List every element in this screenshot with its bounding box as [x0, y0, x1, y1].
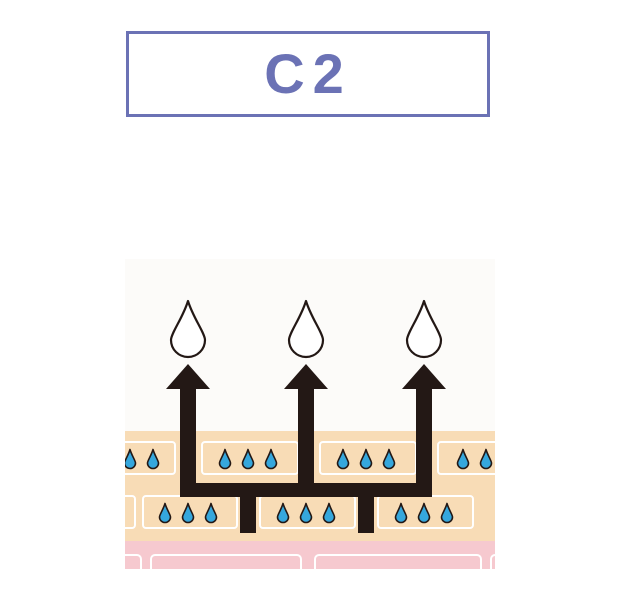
skin-moisture-diagram	[125, 259, 495, 569]
arrow-shaft	[416, 384, 432, 491]
water-drop-icon	[276, 502, 290, 524]
water-drop-icon	[322, 502, 336, 524]
water-drop-icon	[158, 502, 172, 524]
water-drop-icon	[359, 448, 373, 470]
skin-cell	[437, 441, 495, 475]
arrow-shaft	[180, 384, 196, 491]
water-drop-icon	[336, 448, 350, 470]
evaporating-drop-icon	[405, 299, 443, 359]
lower-skin-cell	[314, 554, 482, 569]
lower-skin-cell	[150, 554, 302, 569]
water-drop-icon	[417, 502, 431, 524]
arrow-up-icon	[166, 364, 210, 389]
water-drop-icon	[394, 502, 408, 524]
evaporating-drops	[169, 299, 443, 359]
water-drop-icon	[479, 448, 493, 470]
arrow-stem	[358, 491, 374, 533]
water-drops	[125, 448, 493, 524]
water-drop-icon	[218, 448, 232, 470]
label-text: C2	[264, 42, 352, 105]
arrow-stem	[240, 491, 256, 533]
evaporating-drop-icon	[287, 299, 325, 359]
water-drop-icon	[204, 502, 218, 524]
arrow-shaft	[298, 384, 314, 491]
evaporating-drop-icon	[169, 299, 207, 359]
water-drop-icon	[382, 448, 396, 470]
water-drop-icon	[241, 448, 255, 470]
label-box: C2	[126, 31, 490, 117]
diagram-svg	[125, 259, 495, 569]
arrow-connector	[180, 483, 432, 497]
skin-cell	[125, 495, 136, 529]
water-drop-icon	[264, 448, 278, 470]
evaporation-arrows	[166, 364, 446, 533]
water-drop-icon	[299, 502, 313, 524]
water-drop-icon	[456, 448, 470, 470]
water-drop-icon	[125, 448, 137, 470]
water-drop-icon	[146, 448, 160, 470]
arrow-up-icon	[402, 364, 446, 389]
water-drop-icon	[440, 502, 454, 524]
water-drop-icon	[181, 502, 195, 524]
skin-cell	[125, 441, 176, 475]
arrow-up-icon	[284, 364, 328, 389]
